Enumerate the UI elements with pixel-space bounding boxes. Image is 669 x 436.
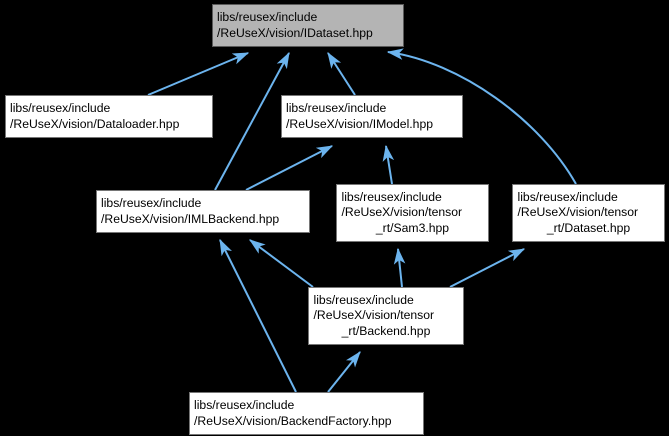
- node-tensor-rt-sam3-hpp[interactable]: libs/reusex/include/ReUseX/vision/tensor…: [336, 184, 489, 242]
- node-imodel-hpp[interactable]: libs/reusex/include/ReUseX/vision/IModel…: [281, 95, 463, 138]
- node-label-line2: /ReUseX/vision/tensor: [313, 308, 435, 323]
- edge-backendfactory-to-imlbackend: [219, 238, 297, 393]
- node-imlbackend-hpp[interactable]: libs/reusex/include/ReUseX/vision/IMLBac…: [96, 190, 310, 233]
- edge-backend-to-dataset: [449, 248, 526, 288]
- node-label-line3: _rt/Sam3.hpp: [375, 220, 450, 235]
- edge-backendfactory-to-backend: [327, 351, 361, 393]
- node-label-line2: /ReUseX/vision/tensor: [517, 205, 639, 220]
- node-label-line1: libs/reusex/include: [101, 196, 202, 211]
- node-label-line2: /ReUseX/vision/BackendFactory.hpp: [194, 413, 392, 428]
- node-label-line2: /ReUseX/vision/tensor: [341, 205, 463, 220]
- node-dataloader-hpp[interactable]: libs/reusex/include/ReUseX/vision/Datalo…: [5, 95, 213, 138]
- edge-backend-to-sam3: [393, 247, 406, 288]
- node-backendfactory-hpp[interactable]: libs/reusex/include/ReUseX/vision/Backen…: [189, 392, 424, 435]
- edge-sam3-to-imodel: [382, 144, 395, 185]
- edge-imlbackend-to-imodel: [245, 145, 334, 191]
- node-label-line3: _rt/Backend.hpp: [341, 323, 431, 338]
- node-label-line1: libs/reusex/include: [217, 10, 318, 25]
- node-label-line2: /ReUseX/vision/Dataloader.hpp: [10, 116, 180, 131]
- node-label-line1: libs/reusex/include: [517, 190, 618, 205]
- node-label-line1: libs/reusex/include: [286, 101, 387, 116]
- node-idataset-hpp[interactable]: libs/reusex/include/ReUseX/vision/IDatas…: [212, 4, 404, 47]
- node-label-line2: /ReUseX/vision/IMLBackend.hpp: [101, 211, 280, 226]
- node-label-line1: libs/reusex/include: [313, 293, 414, 308]
- edge-backend-to-imlbackend: [249, 239, 314, 288]
- node-tensor-rt-backend-hpp[interactable]: libs/reusex/include/ReUseX/vision/tensor…: [308, 287, 464, 345]
- node-label-line1: libs/reusex/include: [341, 190, 442, 205]
- edge-imodel-to-idataset: [327, 51, 356, 96]
- node-label-line3: _rt/Dataset.hpp: [546, 220, 631, 235]
- node-label-line1: libs/reusex/include: [194, 398, 295, 413]
- node-label-line2: /ReUseX/vision/IDataset.hpp: [217, 25, 373, 40]
- node-label-line1: libs/reusex/include: [10, 101, 111, 116]
- node-label-line2: /ReUseX/vision/IModel.hpp: [286, 116, 433, 131]
- edge-dataloader-to-idataset: [147, 52, 250, 96]
- node-tensor-rt-dataset-hpp[interactable]: libs/reusex/include/ReUseX/vision/tensor…: [512, 184, 665, 242]
